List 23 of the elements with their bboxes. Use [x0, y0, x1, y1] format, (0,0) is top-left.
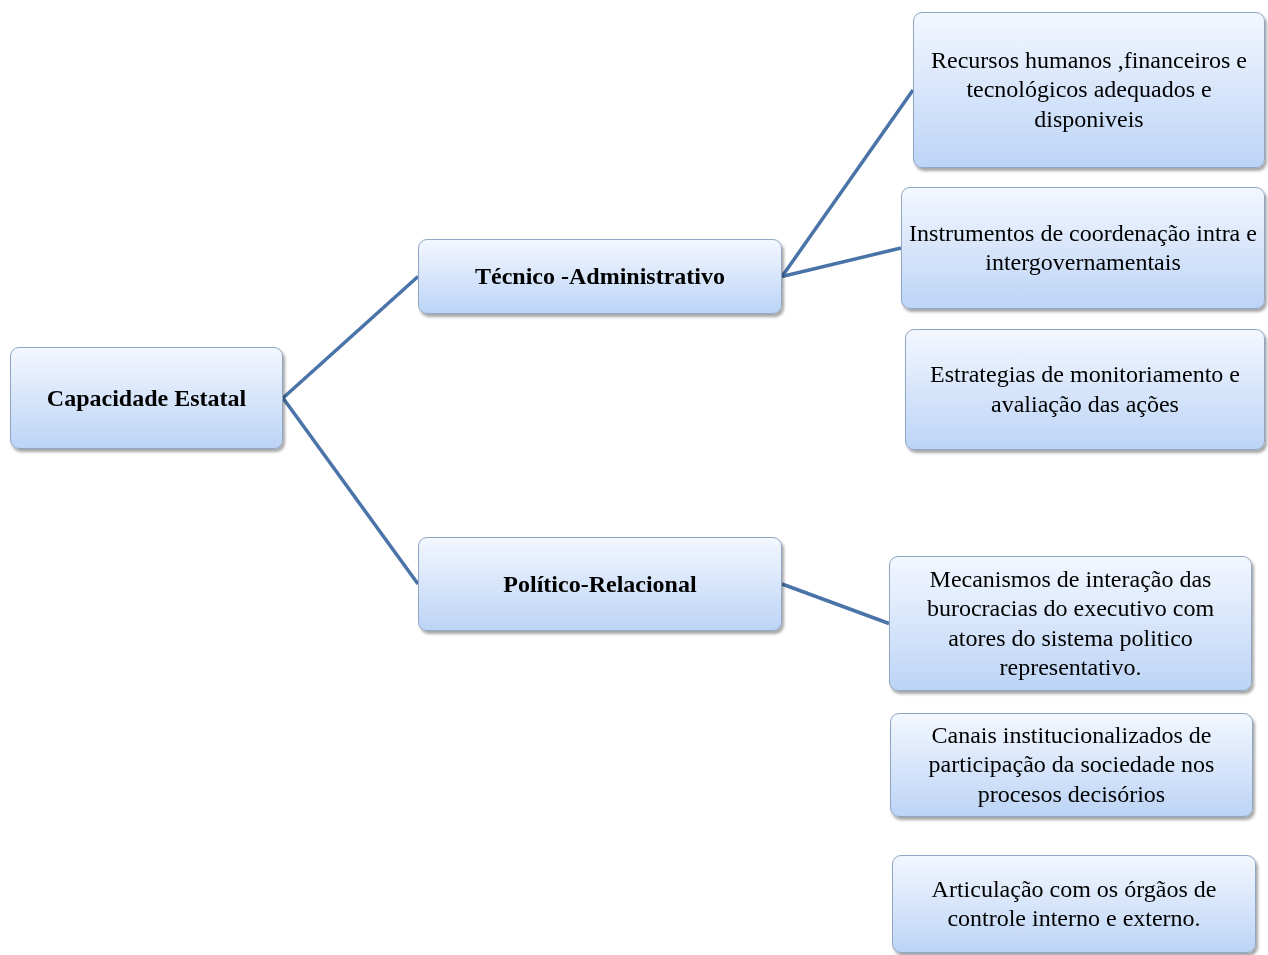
connector-line: [281, 275, 420, 400]
box-label: Articulação com os órgãos de controle interno e externo.: [930, 874, 1218, 933]
connector-line: [781, 582, 890, 626]
process-box: [901, 187, 1265, 309]
box-label: Capacidade Estatal: [46, 384, 247, 412]
box-label: Político-Relacional: [503, 570, 697, 598]
box-label: Estrategias de monitoriamento e avaliação das ações: [929, 360, 1241, 419]
process-box: [905, 329, 1265, 450]
connector-line: [781, 246, 902, 279]
process-box: [418, 537, 782, 631]
box-label: Canais institucionalizados de participação da sociedade nos procesos decisórios: [927, 721, 1216, 809]
box-label: Instrumentos de coordenação intra e intergovernamentais: [908, 218, 1258, 277]
process-box: [913, 12, 1265, 168]
process-box: [889, 556, 1252, 691]
process-box: [890, 713, 1253, 817]
process-box: [10, 347, 283, 449]
connector-line: [281, 396, 420, 586]
box-label: Recursos humanos ,financeiros e tecnológicos adequados e disponiveis: [930, 46, 1248, 134]
box-label: Mecanismos de interação das burocracias do executivo com atores do sistema politico representativo.: [925, 564, 1216, 682]
box-label: Técnico -Administrativo: [475, 263, 725, 290]
process-box: [418, 239, 782, 314]
connector-line: [780, 89, 915, 278]
process-box: [892, 855, 1256, 953]
